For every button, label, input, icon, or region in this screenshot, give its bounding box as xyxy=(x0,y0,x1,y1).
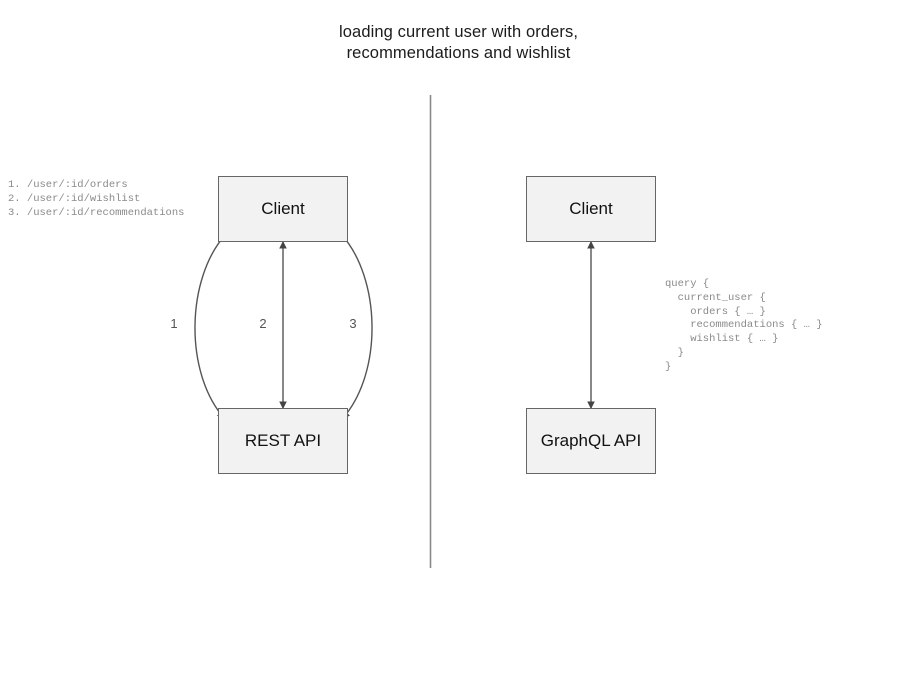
page-title: loading current user with orders, recomm… xyxy=(339,23,578,62)
edge-label-1: 1 xyxy=(170,316,178,331)
edge-label-3: 3 xyxy=(349,316,357,331)
node-graphql-api[interactable]: GraphQL API xyxy=(526,408,656,474)
rest-edge-1 xyxy=(194,233,227,419)
node-rest-client[interactable]: Client xyxy=(218,176,348,242)
node-rest-api[interactable]: REST API xyxy=(218,408,348,474)
rest-endpoints-list: 1. /user/:id/orders 2. /user/:id/wishlis… xyxy=(8,179,185,219)
edge-label-2: 2 xyxy=(259,316,267,331)
graphql-query-block: query { current_user { orders { … } reco… xyxy=(665,278,823,373)
node-graphql-client[interactable]: Client xyxy=(526,176,656,242)
